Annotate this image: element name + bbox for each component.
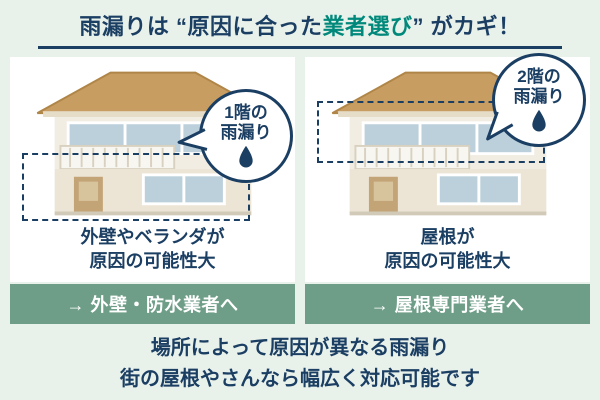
bubble-line2: 雨漏り <box>220 123 272 143</box>
panel-first-floor-leak: 1階の 雨漏り 外壁やベランダが 原因の可能性大 → 外壁・防水業者へ <box>10 57 295 324</box>
caption-line1: 屋根が <box>420 227 475 247</box>
speech-bubble-first-floor: 1階の 雨漏り <box>177 89 293 183</box>
house-area-right: 2階の 雨漏り <box>305 53 590 223</box>
caption-first-floor: 外壁やベランダが 原因の可能性大 <box>10 223 295 282</box>
bubble-line1: 1階の <box>224 103 268 122</box>
dashed-highlight-first-floor <box>22 153 250 221</box>
panel-second-floor-leak: 2階の 雨漏り 屋根が 原因の可能性大 → 屋根専門業者へ <box>305 53 590 324</box>
banner-wall-contractor: → 外壁・防水業者へ <box>10 283 295 324</box>
caption-second-floor: 屋根が 原因の可能性大 <box>305 223 590 282</box>
water-drop-icon <box>239 145 253 168</box>
title-part1: 雨漏りは “原因に合った <box>79 14 323 39</box>
bubble-line1: 2階の <box>517 67 561 86</box>
house-area-left: 1階の 雨漏り <box>10 57 295 223</box>
title-highlight: 業者選び <box>322 14 413 39</box>
footer-message: 場所によって原因が異なる雨漏り 街の屋根やさんなら幅広く対応可能です <box>0 324 600 395</box>
bubble-label: 2階の 雨漏り <box>495 67 583 108</box>
panel-second-floor-body: 2階の 雨漏り 屋根が 原因の可能性大 <box>305 53 590 282</box>
title-underline <box>38 46 562 49</box>
bubble-label: 1階の 雨漏り <box>202 103 290 144</box>
caption-line2: 原因の可能性大 <box>384 251 511 272</box>
panel-first-floor-body: 1階の 雨漏り 外壁やベランダが 原因の可能性大 <box>10 57 295 282</box>
bubble-tail <box>177 128 208 151</box>
title-part2: ” がカギ！ <box>412 14 521 39</box>
panels-row: 1階の 雨漏り 外壁やベランダが 原因の可能性大 → 外壁・防水業者へ <box>0 49 600 324</box>
banner-roof-contractor: → 屋根専門業者へ <box>305 283 590 324</box>
speech-bubble-second-floor: 2階の 雨漏り <box>486 53 586 147</box>
caption-line1: 外壁やベランダが <box>80 227 225 247</box>
page-title: 雨漏りは “原因に合った業者選び” がカギ！ <box>0 0 600 41</box>
footer-line1: 場所によって原因が異なる雨漏り <box>150 336 450 359</box>
caption-line2: 原因の可能性大 <box>89 251 216 272</box>
footer-line2: 街の屋根やさんなら幅広く対応可能です <box>120 367 480 390</box>
bubble-line2: 雨漏り <box>513 87 565 107</box>
bubble-tail <box>486 111 514 141</box>
water-drop-icon <box>532 109 546 132</box>
